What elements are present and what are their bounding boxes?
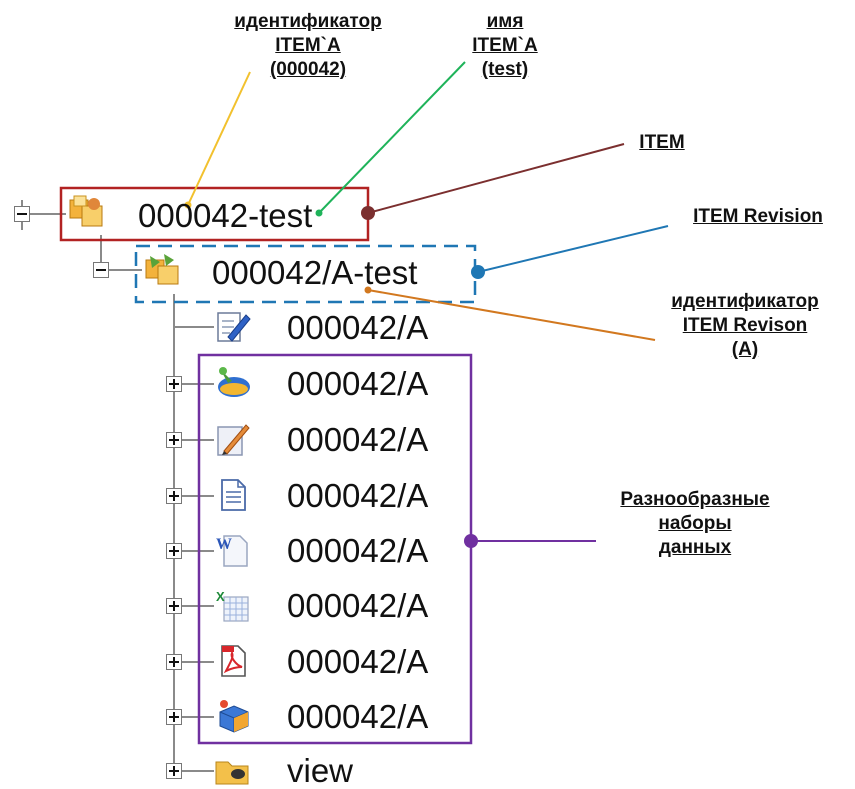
callout-revision-id: идентификатор ITEM Revison (A) — [671, 291, 819, 360]
drawing-icon — [217, 424, 250, 456]
expand-toggle-3[interactable] — [166, 488, 182, 504]
view-folder-icon — [215, 761, 249, 785]
excel-spreadsheet-icon: X — [216, 589, 249, 622]
text-document-icon — [221, 479, 246, 511]
callout-item-id: идентификатор ITEM`A (000042) — [234, 11, 382, 80]
expand-toggle-5[interactable] — [166, 598, 182, 614]
item-name-leader — [318, 61, 466, 214]
revision-id-leader — [367, 289, 656, 341]
callout-item-name: имя ITEM`A (test) — [472, 11, 538, 80]
child-label-3[interactable]: 000042/A — [287, 421, 429, 458]
child-label-4[interactable]: 000042/A — [287, 477, 429, 514]
item-label[interactable]: 000042-test — [138, 197, 313, 234]
collapse-toggle-item[interactable] — [14, 206, 30, 222]
callout-datasets: Разнообразные наборы данных — [620, 489, 770, 558]
child-label-2[interactable]: 000042/A — [287, 365, 429, 402]
expand-toggle-4[interactable] — [166, 543, 182, 559]
child-label-6[interactable]: 000042/A — [287, 587, 429, 624]
expand-toggle-2[interactable] — [166, 432, 182, 448]
collapse-toggle-revision[interactable] — [93, 262, 109, 278]
cad-model-icon — [218, 367, 250, 397]
svg-text:W: W — [216, 536, 232, 553]
package-icon — [219, 700, 249, 733]
child-label-5[interactable]: 000042/A — [287, 532, 429, 569]
datasets-frame — [197, 353, 473, 745]
svg-text:X: X — [216, 589, 225, 604]
expand-toggle-8[interactable] — [166, 763, 182, 779]
callout-item-revision: ITEM Revision — [693, 206, 823, 227]
child-label-view[interactable]: view — [287, 752, 354, 789]
revision-leader — [477, 225, 669, 273]
child-label-1[interactable]: 000042/A — [287, 309, 429, 346]
form-edit-icon — [217, 312, 251, 342]
revision-frame — [134, 244, 477, 304]
item-leader — [367, 143, 625, 214]
expand-toggle-1[interactable] — [166, 376, 182, 392]
expand-toggle-7[interactable] — [166, 709, 182, 725]
callout-item: ITEM — [639, 132, 685, 153]
item-folder-icon — [69, 195, 103, 227]
pdf-document-icon — [221, 645, 246, 677]
revision-label[interactable]: 000042/A-test — [212, 254, 418, 291]
expand-toggle-6[interactable] — [166, 654, 182, 670]
tree-connectors — [21, 200, 214, 772]
revision-folder-icon — [145, 254, 179, 285]
child-label-8[interactable]: 000042/A — [287, 698, 429, 735]
child-label-7[interactable]: 000042/A — [287, 643, 429, 680]
item-id-leader — [187, 71, 251, 206]
word-document-icon: W — [216, 535, 248, 567]
